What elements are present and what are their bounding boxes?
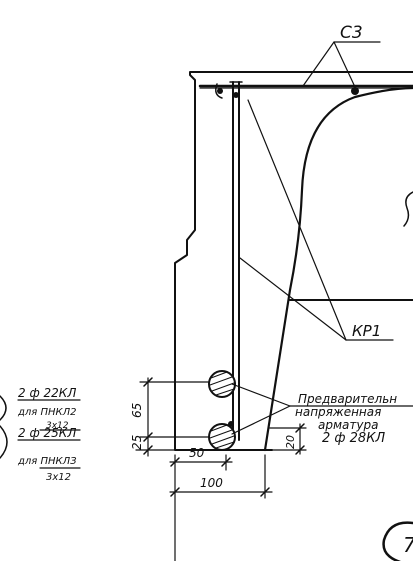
label-kp1: КР1 <box>352 322 381 340</box>
dim-100: 100 <box>200 476 223 490</box>
spec-brackets <box>0 395 81 469</box>
detail-number: 7 <box>403 533 413 557</box>
dim-50: 50 <box>189 446 205 460</box>
top-reinforcement <box>198 83 413 99</box>
dim-65: 65 <box>130 403 144 418</box>
spec-top-for: для ПНКЛ2 <box>17 407 77 418</box>
leader-lines <box>231 41 413 435</box>
spec-top-size: 3х12 <box>46 421 69 431</box>
concrete-outline <box>174 71 413 452</box>
dimension-lines <box>135 377 307 561</box>
dim-25: 25 <box>130 435 144 450</box>
label-c3: С3 <box>340 23 363 43</box>
label-prestressed-1: Предварительн <box>298 392 397 406</box>
label-prestressed-2: напряженная <box>295 405 381 419</box>
spec-top-bars: 2 ф 22КЛ <box>18 386 76 400</box>
spec-bottom-size: 3х12 <box>46 472 71 483</box>
prestressed-bars <box>208 370 236 451</box>
label-prestressed-4: 2 ф 28КЛ <box>322 431 385 446</box>
dim-20: 20 <box>284 435 297 449</box>
spec-bottom-bars: 2 ф 25КЛ <box>18 426 76 440</box>
label-prestressed-3: арматура <box>318 418 378 432</box>
spec-bottom-for: для ПНКЛЗ <box>17 456 77 467</box>
